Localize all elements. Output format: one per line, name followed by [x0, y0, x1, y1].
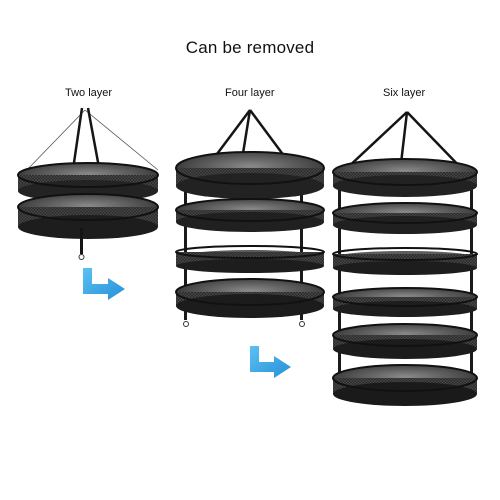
four-layer-rack: [175, 109, 325, 327]
two-layer-rack: [17, 107, 159, 260]
label-four-layer: Four layer: [225, 87, 275, 99]
arrow-down-right-icon: [83, 268, 125, 300]
label-six-layer: Six layer: [383, 87, 426, 99]
label-two-layer: Two layer: [65, 87, 113, 99]
page-title: Can be removed: [185, 38, 315, 57]
arrow-down-right-icon: [250, 346, 291, 378]
six-layer-rack: [332, 111, 478, 406]
